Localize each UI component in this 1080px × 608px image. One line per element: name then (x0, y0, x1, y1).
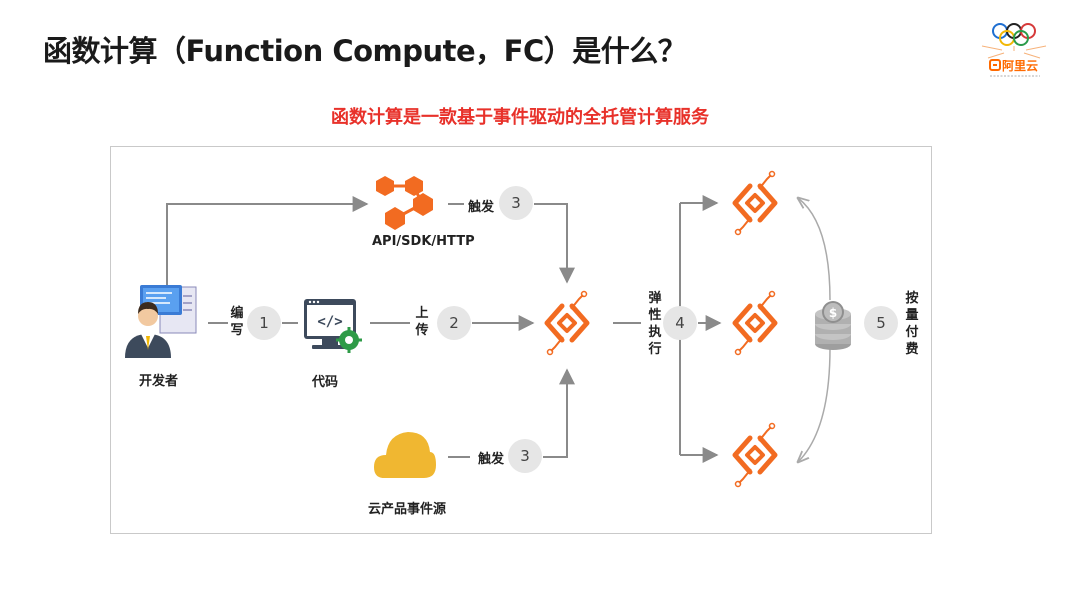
coins-icon: $ (815, 301, 851, 350)
code-icon: </> (304, 299, 362, 353)
subtitle: 函数计算是一款基于事件驱动的全托管计算服务 (331, 107, 709, 128)
svg-text:</>: </> (317, 314, 342, 330)
bottom-trigger-arrow (543, 368, 575, 458)
function-compute-icon (547, 292, 587, 355)
developer-icon (125, 285, 197, 358)
api-label: API/SDK/HTTP (372, 234, 475, 249)
alibaba-cloud-logo: 阿里云 (978, 20, 1050, 90)
brand-name: 阿里云 (1002, 58, 1038, 73)
step-3-cloud: 3 (508, 439, 542, 473)
step-1: 1 (247, 306, 281, 340)
write-label: 编写 (230, 306, 244, 338)
function-instance-icon-top (735, 172, 775, 235)
upload-label: 上传 (415, 306, 429, 338)
page-title: 函数计算（Function Compute，FC）是什么？ (43, 34, 687, 68)
developer-label: 开发者 (139, 374, 179, 389)
step-5: 5 (864, 306, 898, 340)
billing-label: 按量付费 (905, 291, 919, 357)
scale-label: 弹性执行 (648, 291, 662, 357)
function-instance-icon-bottom (735, 424, 775, 487)
step-3-api: 3 (499, 186, 533, 220)
svg-text:$: $ (829, 306, 837, 320)
billing-curves (798, 198, 831, 462)
function-instance-icon-middle (735, 292, 775, 355)
top-trigger-label: 触发 (468, 200, 495, 215)
cloud-source-label: 云产品事件源 (368, 502, 447, 517)
bottom-trigger-label: 触发 (478, 452, 505, 467)
api-icon (376, 176, 433, 230)
top-trigger-arrow (534, 203, 575, 284)
step-2: 2 (437, 306, 471, 340)
dev-to-api-arrow (166, 196, 369, 288)
step-4: 4 (663, 306, 697, 340)
code-label: 代码 (312, 375, 339, 390)
cloud-icon (374, 432, 436, 478)
